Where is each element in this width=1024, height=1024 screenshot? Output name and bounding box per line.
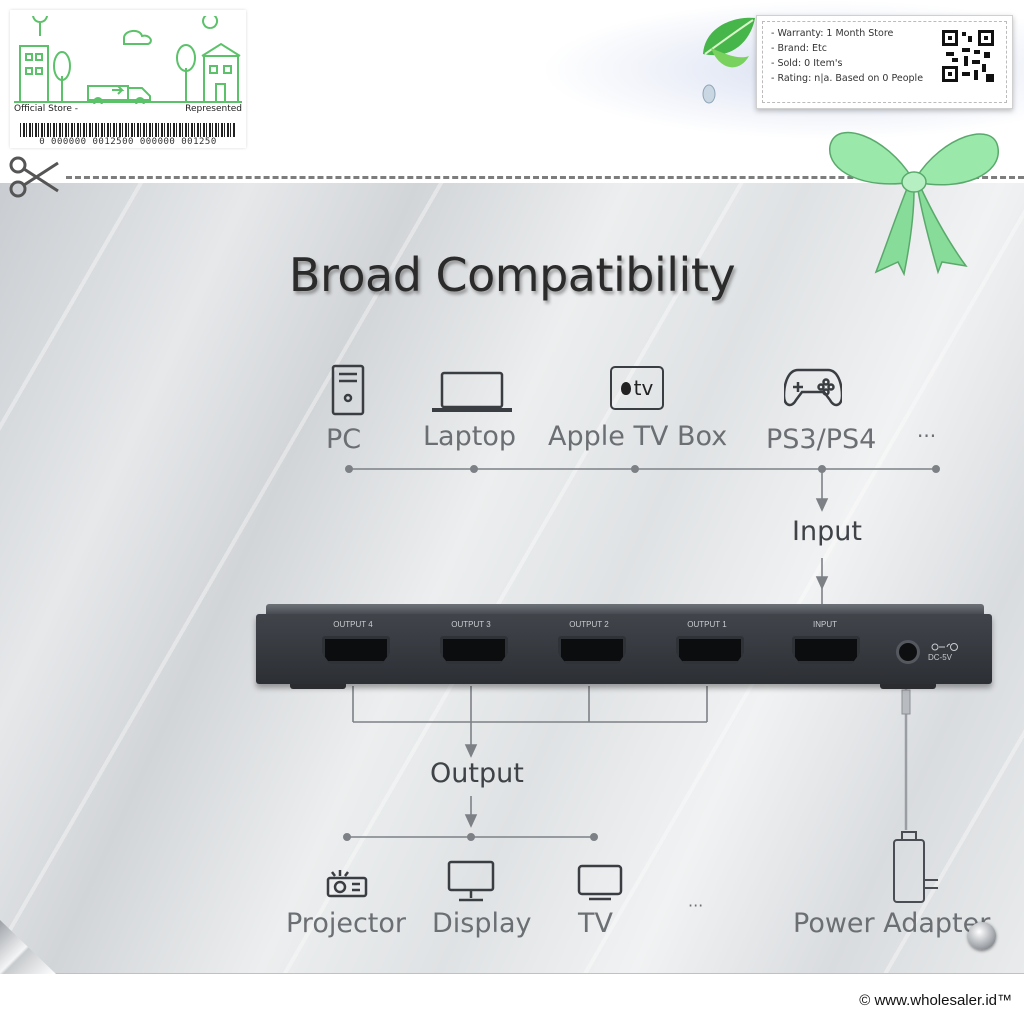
power-adapter-icon	[893, 831, 938, 903]
tv-icon	[577, 864, 623, 901]
pc-tower-icon	[331, 364, 365, 416]
ribbon-bow-icon	[829, 131, 999, 276]
port-label-output-1: OUTPUT 1	[687, 620, 727, 629]
panel-bottom-rule	[0, 973, 1024, 974]
copyright-text: © www.wholesaler.id™	[859, 992, 1012, 1009]
scissors-icon	[9, 156, 59, 198]
store-right-label: Represented	[185, 104, 242, 114]
dc-label: DC-5V	[928, 653, 953, 662]
polarity-icon	[931, 643, 958, 651]
input-laptop-label: Laptop	[423, 421, 516, 452]
port-label-output-3: OUTPUT 3	[451, 620, 491, 629]
gamepad-icon	[784, 368, 842, 407]
projector-icon	[326, 870, 368, 898]
port-label-input: INPUT	[813, 620, 837, 629]
port-label-output-4: OUTPUT 4	[333, 620, 373, 629]
apple-tv-icon: tv	[610, 366, 664, 410]
output-projector-label: Projector	[286, 908, 406, 939]
brand-text: - Brand: Etc	[771, 43, 827, 54]
chrome-knob-icon	[968, 922, 996, 950]
input-apple-tv-label: Apple TV Box	[548, 421, 728, 452]
output-label: Output	[430, 758, 524, 789]
city-illustration-icon	[14, 16, 242, 104]
hdmi-port-output-4	[322, 636, 390, 664]
device-top-edge	[266, 604, 984, 614]
panel-shine	[0, 183, 1024, 973]
output-tv-label: TV	[578, 908, 613, 939]
hdmi-port-output-2	[558, 636, 626, 664]
page-title: Broad Compatibility	[288, 248, 736, 302]
hdmi-splitter-device: OUTPUT 4 OUTPUT 3 OUTPUT 2 OUTPUT 1 INPU…	[256, 604, 992, 689]
port-label-output-2: OUTPUT 2	[569, 620, 609, 629]
monitor-icon	[447, 860, 495, 902]
apple-tv-icon-text: tv	[633, 376, 654, 400]
barcode-text: 0 000000 0012500 000000 001250	[39, 137, 217, 147]
dc-power-jack	[896, 640, 920, 664]
store-left-label: Official Store -	[14, 104, 79, 114]
device-foot-left	[290, 684, 346, 689]
input-more-label: ···	[917, 424, 937, 448]
apple-logo-icon	[620, 381, 631, 395]
store-badge: Official Store - Represented 0 000000 00…	[10, 10, 246, 148]
rating-text: - Rating: n|a. Based on 0 People	[771, 73, 924, 84]
input-pc-label: PC	[326, 424, 362, 455]
output-more-label: ···	[688, 896, 704, 915]
hdmi-port-input	[792, 636, 860, 664]
hdmi-port-output-3	[440, 636, 508, 664]
qr-code-icon	[940, 28, 996, 84]
leaf-icon	[702, 17, 755, 104]
info-frame: - Warranty: 1 Month Store - Brand: Etc -…	[762, 21, 1007, 103]
barcode	[20, 123, 236, 137]
device-foot-right	[880, 684, 936, 689]
power-adapter-label: Power Adapter	[793, 908, 991, 939]
hdmi-port-output-1	[676, 636, 744, 664]
output-display-label: Display	[432, 908, 532, 939]
warranty-text: - Warranty: 1 Month Store	[771, 28, 894, 39]
laptop-icon	[432, 371, 512, 412]
content-panel	[0, 183, 1024, 973]
sold-text: - Sold: 0 Item's	[771, 58, 843, 69]
cut-line	[66, 176, 1024, 179]
product-info-box: - Warranty: 1 Month Store - Brand: Etc -…	[756, 15, 1013, 109]
input-ps-label: PS3/PS4	[766, 424, 877, 455]
input-label: Input	[792, 516, 862, 547]
